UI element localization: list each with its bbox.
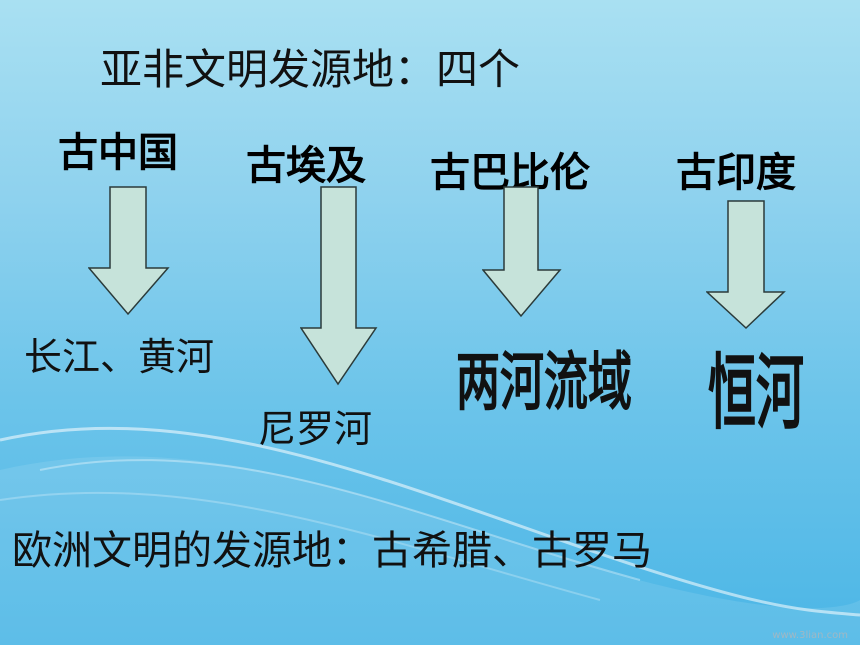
watermark: www.3lian.com [772, 630, 848, 641]
page-title: 亚非文明发源地：四个 [100, 45, 521, 94]
river-label-ganges: 恒河 [708, 346, 805, 442]
down-arrow-icon [88, 186, 170, 316]
river-label-mesopotamia: 两河流域 [456, 345, 632, 420]
river-label-nile: 尼罗河 [258, 407, 373, 451]
europe-origins-text: 欧洲文明的发源地：古希腊、古罗马 [12, 528, 652, 574]
down-arrow-icon [706, 200, 786, 330]
civ-label-ancient-china: 古中国 [58, 130, 178, 176]
down-arrow-icon [482, 186, 562, 318]
civ-label-ancient-egypt: 古埃及 [246, 143, 366, 189]
civ-label-ancient-india: 古印度 [676, 150, 796, 196]
river-label-yangtze-yellow: 长江、黄河 [24, 335, 215, 379]
down-arrow-icon [300, 186, 378, 386]
